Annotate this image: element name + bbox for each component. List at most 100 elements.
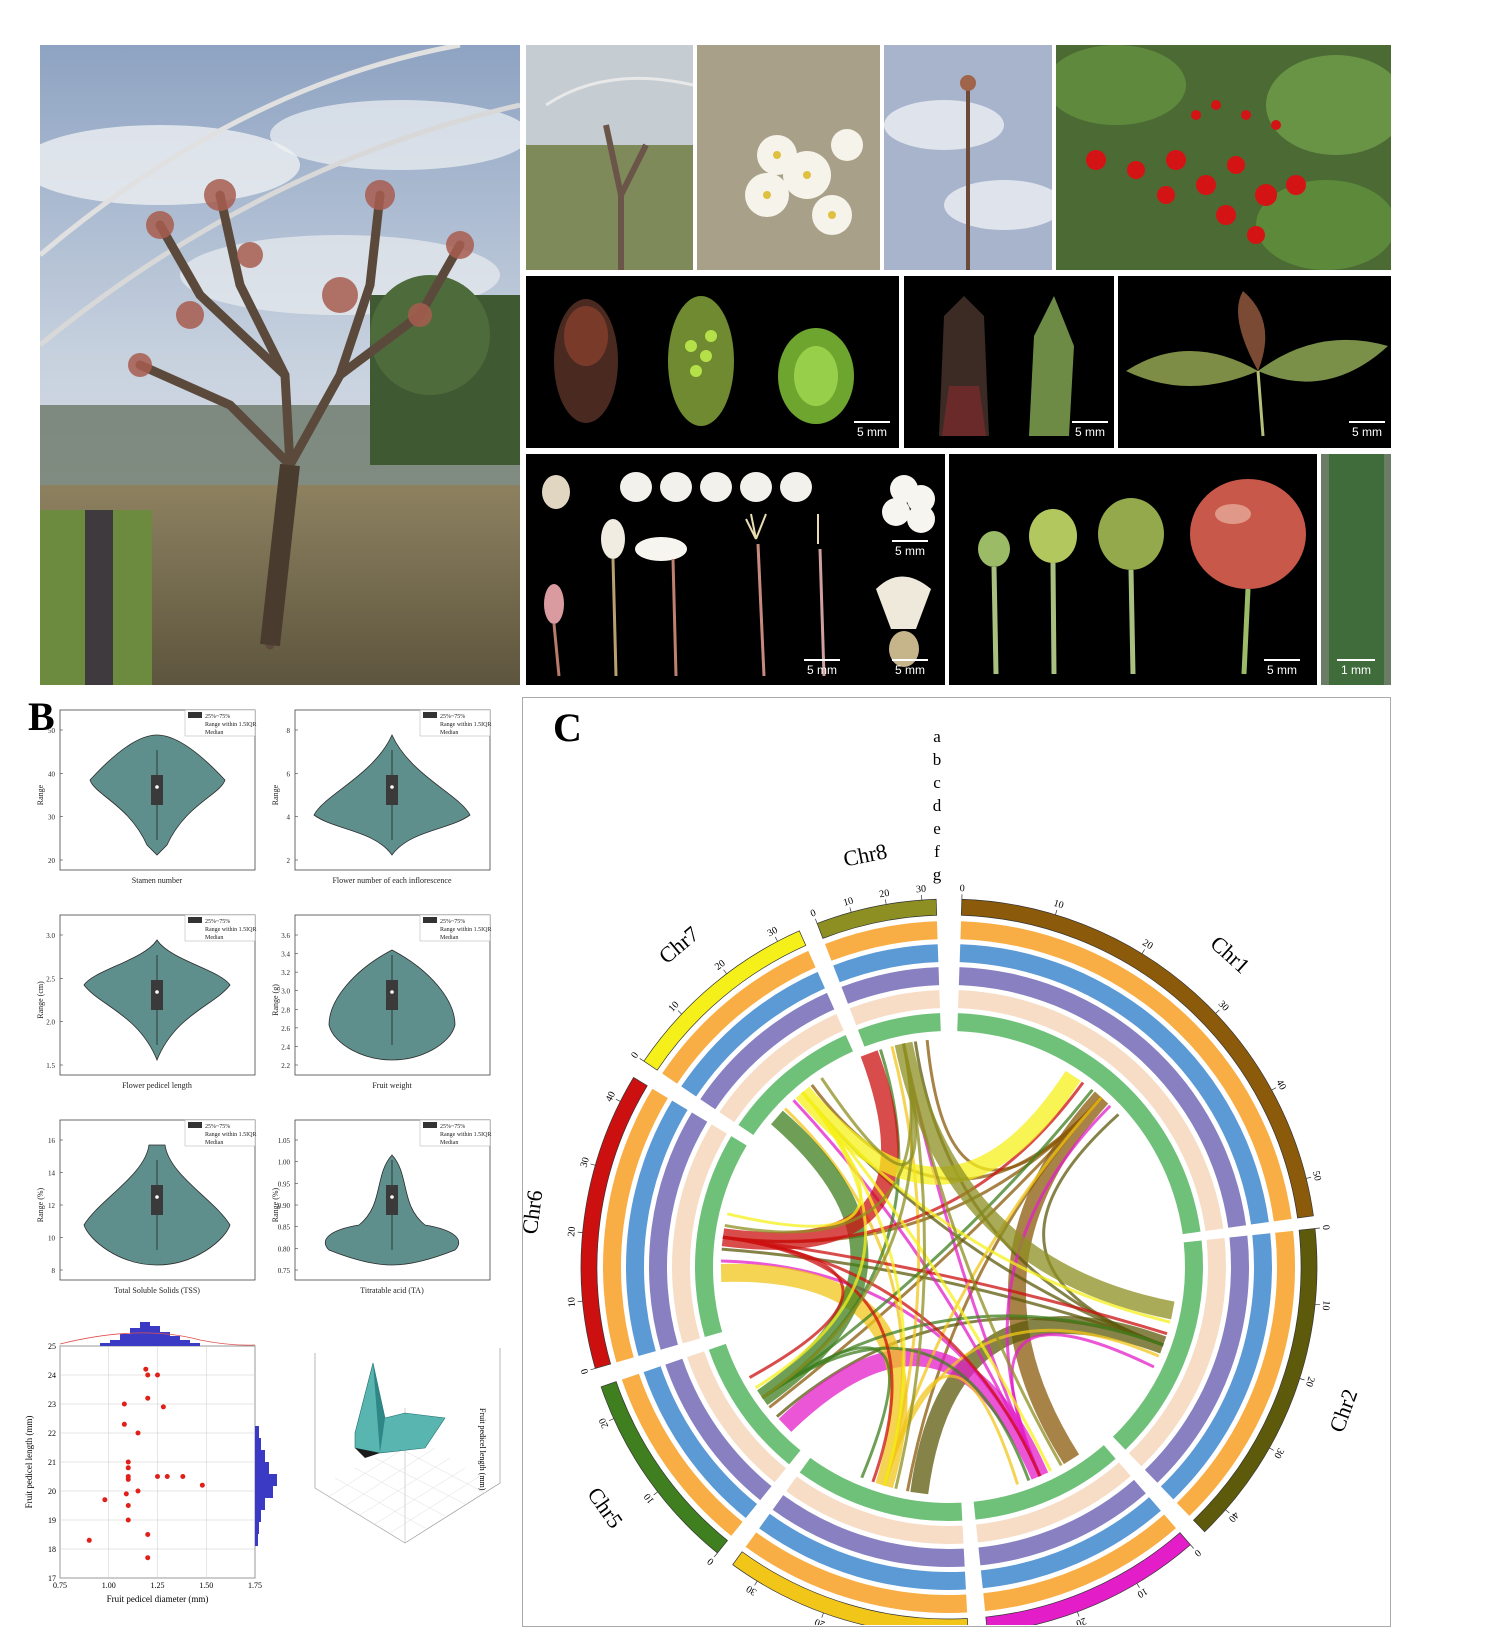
scatter-point [155, 1474, 160, 1479]
track-letter: c [933, 773, 941, 792]
circos-track [695, 1136, 747, 1338]
chromosome-tick-label: 20 [566, 1226, 578, 1237]
circos-track [738, 1034, 854, 1136]
violin-plot: 25%~75%Range within 1.5IQRMedian16141210… [36, 1119, 257, 1295]
circos-track [687, 1351, 787, 1483]
histogram-bar [110, 1340, 120, 1346]
y-tick-label: 30 [48, 814, 56, 822]
violin-plot: 25%~75%Range within 1.5IQRMedian8642Rang… [271, 709, 492, 885]
y-tick-label: 1.00 [278, 1159, 291, 1167]
chromosome-tick-label: 10 [1052, 898, 1065, 911]
histogram-bar [255, 1534, 258, 1546]
circos-track [1144, 1235, 1249, 1483]
legend-entry: Range within 1.5IQR [440, 722, 492, 728]
y-tick-label: 6 [287, 770, 291, 778]
chromosome-band [1193, 1228, 1318, 1533]
x-axis-label: Flower pedicel length [122, 1081, 192, 1090]
y-tick-label: 3.4 [281, 951, 290, 959]
scatter-point [145, 1555, 151, 1561]
y-tick-label: 17 [48, 1574, 56, 1583]
synteny-link [721, 1247, 1164, 1347]
histogram-bar [130, 1328, 140, 1346]
y-tick-label: 18 [48, 1545, 56, 1554]
synteny-link [722, 1235, 1168, 1336]
chromosome-tick-label: 30 [579, 1156, 592, 1169]
fruit-development-photo: 5 mm [949, 454, 1317, 685]
scatter-point [145, 1372, 151, 1378]
synteny-link [761, 1088, 1094, 1400]
y-tick-label: 0.90 [278, 1202, 291, 1210]
y-tick-label: 0.80 [278, 1245, 291, 1253]
y-axis-label: Range [271, 784, 280, 805]
y-tick-label: 2.2 [281, 1062, 290, 1070]
y-tick-label: 3.6 [281, 932, 290, 940]
synteny-link [894, 1041, 1175, 1320]
panel-c-frame [522, 697, 1391, 1627]
circos-track [621, 1373, 743, 1536]
y-axis-label: Fruit pedicel length (mm) [24, 1416, 34, 1509]
y-tick-label: 20 [48, 1487, 56, 1496]
circos-track [857, 1013, 941, 1047]
synteny-link [795, 1070, 1081, 1185]
flower-cluster-photo [697, 45, 880, 270]
chromosome-tick-label: 20 [1140, 937, 1154, 952]
legend-entry: Median [205, 730, 223, 736]
scale-bar: 5 mm [801, 659, 843, 677]
y-tick-label: 2.0 [46, 1019, 55, 1027]
histogram-bar [100, 1343, 110, 1346]
histogram-bar [255, 1450, 265, 1462]
chromosome-tick-label: 0 [960, 883, 965, 894]
chromosome-tick-label: 40 [604, 1090, 618, 1104]
y-tick-label: 1.5 [46, 1062, 55, 1070]
histogram-bar [120, 1334, 130, 1346]
legend-entry: Range within 1.5IQR [205, 927, 257, 933]
y-axis-label: Range (%) [36, 1187, 45, 1222]
legend-entry: 25%~75% [440, 1124, 465, 1130]
legend-entry: Range within 1.5IQR [205, 1132, 257, 1138]
chromosome-tick-label: 30 [916, 884, 927, 896]
circos-track [958, 967, 1247, 1228]
legend-entry: 25%~75% [205, 714, 230, 720]
chromosome-tick-label: 20 [713, 958, 728, 973]
circos-track [772, 1495, 965, 1567]
x-tick-label: 1.00 [102, 1581, 116, 1590]
legend-entry: Range within 1.5IQR [440, 927, 492, 933]
y-tick-label: 24 [48, 1371, 56, 1380]
chromosome-tick-label: 0 [1192, 1547, 1203, 1559]
chromosome-tick-label: 20 [597, 1416, 611, 1430]
histogram-bar [255, 1498, 265, 1510]
leaf-bud-dissection-photo: 5 mm [904, 276, 1114, 448]
scale-bar: 5 mm [851, 421, 893, 439]
chromosome-label: Chr6 [522, 1189, 547, 1236]
y-tick-label: 23 [48, 1400, 56, 1409]
dormant-branch-photo [526, 45, 693, 270]
y-tick-label: 0.85 [278, 1224, 291, 1232]
synteny-link [768, 1096, 1103, 1409]
circos-track [983, 1514, 1176, 1612]
legend-entry: Range within 1.5IQR [205, 722, 257, 728]
circos-track [833, 944, 939, 983]
y-tick-label: 1.05 [278, 1137, 291, 1145]
leaf-bud-sky-photo [884, 45, 1052, 270]
y-tick-label: 2.5 [46, 975, 55, 983]
circos-track [841, 967, 940, 1004]
scale-bar: 5 mm [1069, 421, 1111, 439]
track-letter: f [934, 842, 940, 861]
chromosome-band [600, 1381, 728, 1554]
y-tick-label: 8 [52, 1267, 56, 1275]
circos-track [665, 1358, 772, 1501]
synteny-link [724, 1043, 913, 1234]
scatter-point [135, 1488, 141, 1494]
x-tick-label: 1.50 [199, 1581, 213, 1590]
circos-track [786, 1476, 964, 1544]
chromosome-tick-label: 20 [879, 888, 891, 901]
histogram-bar [180, 1340, 190, 1346]
scale-bar: 5 mm [889, 659, 931, 677]
synteny-link [722, 1235, 845, 1379]
synteny-link [761, 1346, 892, 1479]
synteny-link [726, 1091, 863, 1228]
violin-box [386, 980, 398, 1010]
scatter-point [143, 1366, 149, 1372]
y-tick-label: 25 [48, 1342, 56, 1351]
leaf-photo: 5 mm [1118, 276, 1391, 448]
